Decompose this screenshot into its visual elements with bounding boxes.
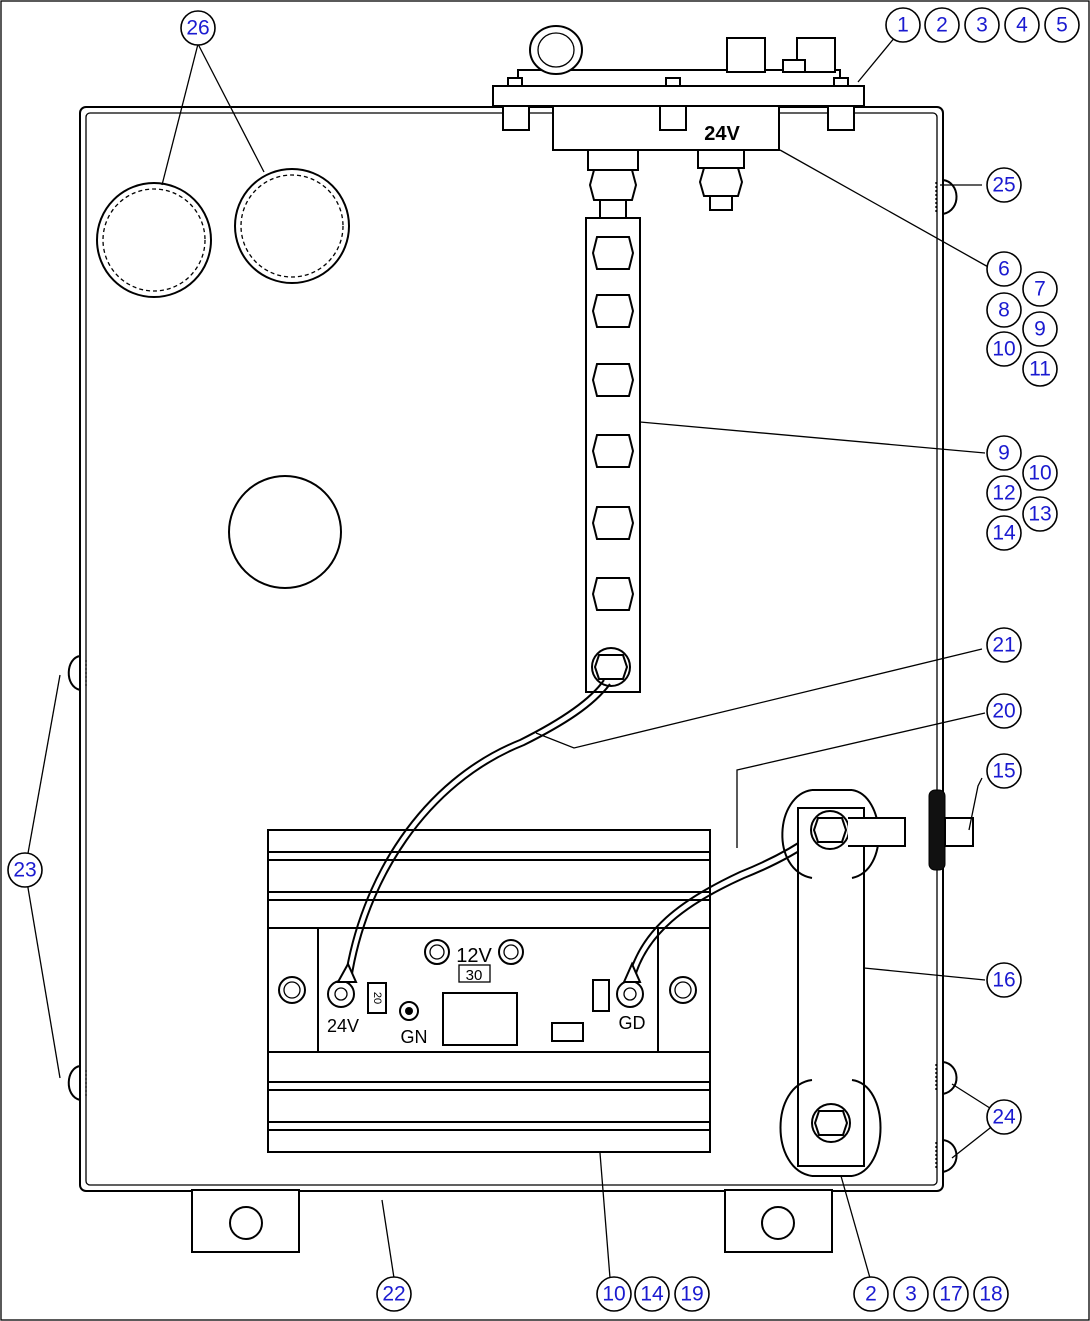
svg-text:11: 11 bbox=[1029, 358, 1051, 381]
callout-24: 24 bbox=[986, 1099, 1022, 1135]
terminal-voltage-label: 24V bbox=[704, 123, 740, 145]
callout-13: 13 bbox=[1022, 496, 1058, 532]
callout-2: 2 bbox=[924, 7, 960, 43]
svg-text:18: 18 bbox=[979, 1283, 1002, 1306]
svg-text:17: 17 bbox=[939, 1283, 962, 1306]
callout-11: 11 bbox=[1022, 351, 1058, 387]
callout-10-converter: 10 bbox=[596, 1276, 632, 1312]
cable-entry-hole bbox=[228, 475, 342, 589]
callout-12: 12 bbox=[986, 475, 1022, 511]
svg-text:26: 26 bbox=[186, 17, 209, 40]
svg-text:15: 15 bbox=[992, 760, 1015, 783]
knockout-hole-left bbox=[96, 182, 212, 298]
callout-9: 9 bbox=[1022, 311, 1058, 347]
svg-text:3: 3 bbox=[976, 14, 988, 37]
svg-text:12: 12 bbox=[992, 482, 1015, 505]
callout-2-switch: 2 bbox=[853, 1276, 889, 1312]
svg-text:6: 6 bbox=[998, 258, 1010, 281]
callout-20: 20 bbox=[986, 693, 1022, 729]
svg-text:16: 16 bbox=[992, 969, 1015, 992]
callout-10-bus: 10 bbox=[1022, 455, 1058, 491]
disconnect-switch bbox=[779, 789, 974, 1177]
callout-5: 5 bbox=[1044, 7, 1080, 43]
hinge-left-bottom bbox=[67, 1065, 87, 1101]
ground-bus-bar bbox=[585, 217, 641, 693]
callout-8: 8 bbox=[986, 292, 1022, 328]
callout-14: 14 bbox=[986, 515, 1022, 551]
converter-input-label: 12V bbox=[456, 945, 492, 967]
callout-23: 23 bbox=[7, 852, 43, 888]
callout-10: 10 bbox=[986, 331, 1022, 367]
svg-text:3: 3 bbox=[905, 1283, 917, 1306]
callout-7: 7 bbox=[1022, 271, 1058, 307]
callout-1: 1 bbox=[885, 7, 921, 43]
callout-6: 6 bbox=[986, 251, 1022, 287]
svg-text:19: 19 bbox=[680, 1283, 703, 1306]
converter-rating-label: 30 bbox=[466, 967, 483, 984]
svg-text:14: 14 bbox=[640, 1283, 664, 1306]
converter-gn-label: GN bbox=[401, 1027, 428, 1047]
svg-text:10: 10 bbox=[602, 1283, 625, 1306]
callout-15: 15 bbox=[986, 753, 1022, 789]
callout-18: 18 bbox=[973, 1276, 1009, 1312]
voltage-converter: 12V 30 20 24V GN GD bbox=[267, 829, 711, 1153]
callout-16: 16 bbox=[986, 962, 1022, 998]
callout-9-bus: 9 bbox=[986, 435, 1022, 471]
svg-text:4: 4 bbox=[1016, 14, 1028, 37]
knockout-hole-right bbox=[234, 168, 350, 284]
callout-21: 21 bbox=[986, 627, 1022, 663]
svg-text:10: 10 bbox=[992, 338, 1015, 361]
latch-right-top bbox=[935, 179, 958, 215]
svg-text:10: 10 bbox=[1028, 462, 1051, 485]
latch-right-mid bbox=[935, 1061, 958, 1095]
svg-text:1: 1 bbox=[897, 14, 909, 37]
svg-text:14: 14 bbox=[992, 522, 1016, 545]
callout-19: 19 bbox=[674, 1276, 710, 1312]
mounting-foot-left bbox=[191, 1189, 300, 1253]
svg-text:8: 8 bbox=[998, 299, 1010, 322]
callout-3-switch: 3 bbox=[893, 1276, 929, 1312]
callout-25: 25 bbox=[986, 167, 1022, 203]
latch-right-bottom bbox=[935, 1139, 958, 1173]
svg-text:22: 22 bbox=[382, 1283, 405, 1306]
cable-gd-to-switch bbox=[622, 833, 817, 983]
svg-text:23: 23 bbox=[13, 859, 36, 882]
terminal-block-top: 24V bbox=[492, 25, 865, 219]
callout-4: 4 bbox=[1004, 7, 1040, 43]
leader-lines bbox=[24, 24, 1005, 1279]
callout-22: 22 bbox=[376, 1276, 412, 1312]
callout-17: 17 bbox=[933, 1276, 969, 1312]
svg-text:5: 5 bbox=[1056, 14, 1068, 37]
svg-text:25: 25 bbox=[992, 174, 1015, 197]
svg-text:2: 2 bbox=[865, 1283, 877, 1306]
converter-gd-label: GD bbox=[619, 1013, 646, 1033]
svg-text:21: 21 bbox=[992, 634, 1015, 657]
callout-26: 26 bbox=[180, 10, 216, 46]
converter-24v-label: 24V bbox=[327, 1016, 359, 1036]
svg-text:13: 13 bbox=[1028, 503, 1051, 526]
callout-14-converter: 14 bbox=[634, 1276, 670, 1312]
svg-text:24: 24 bbox=[992, 1106, 1016, 1129]
mounting-foot-right bbox=[724, 1189, 833, 1253]
svg-text:2: 2 bbox=[936, 14, 948, 37]
callout-3: 3 bbox=[964, 7, 1000, 43]
hinge-left-top bbox=[67, 655, 87, 691]
cable-24v-to-bus bbox=[336, 679, 611, 983]
svg-text:9: 9 bbox=[1034, 318, 1046, 341]
converter-mark: 20 bbox=[371, 992, 383, 1004]
svg-text:9: 9 bbox=[998, 442, 1010, 465]
svg-text:20: 20 bbox=[992, 700, 1015, 723]
svg-text:7: 7 bbox=[1034, 278, 1046, 301]
